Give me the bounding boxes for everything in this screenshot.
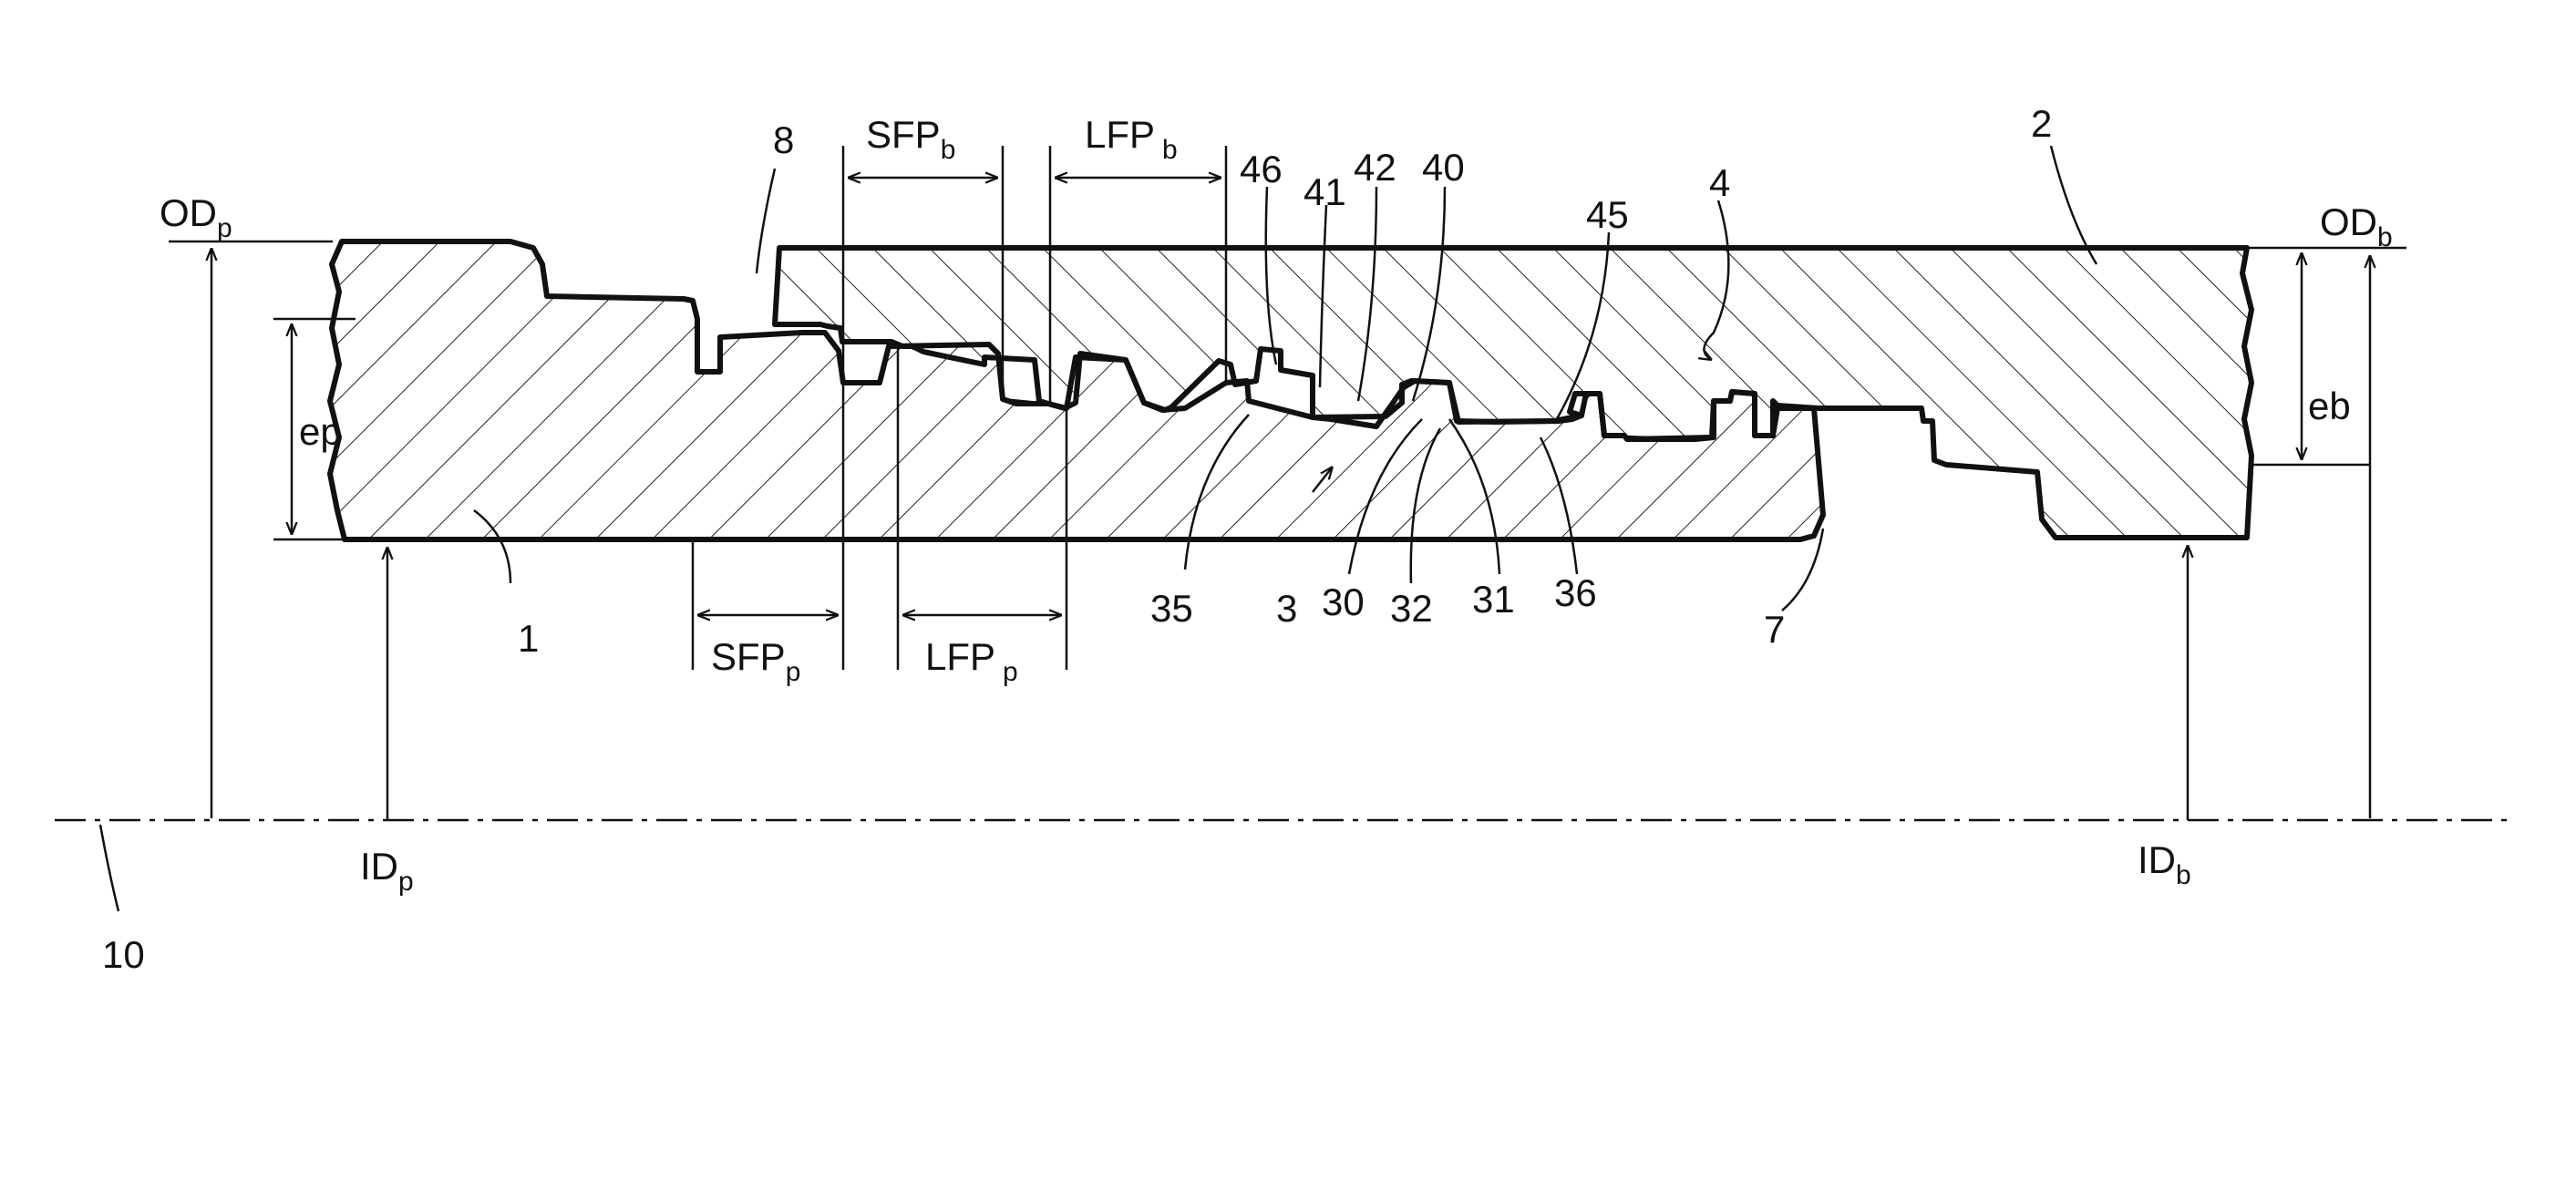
leader-10 <box>100 825 118 911</box>
label-10: 10 <box>102 933 145 976</box>
label-41: 41 <box>1303 170 1346 213</box>
label-eb: eb <box>2308 385 2351 427</box>
label-idb: IDb <box>2138 838 2191 890</box>
label-42: 42 <box>1354 146 1396 189</box>
label-2: 2 <box>2031 102 2052 145</box>
label-lfpp: LFPp <box>925 635 1018 687</box>
label-3: 3 <box>1276 587 1297 630</box>
label-sfpp: SFPp <box>711 635 800 687</box>
label-4: 4 <box>1709 161 1730 204</box>
label-sfpb: SFPb <box>866 113 955 165</box>
label-ep: ep <box>299 410 342 453</box>
label-46: 46 <box>1240 148 1283 190</box>
label-odb: ODb <box>2320 200 2393 252</box>
label-odp: ODp <box>160 191 232 243</box>
label-8: 8 <box>773 118 794 161</box>
label-30: 30 <box>1322 580 1365 623</box>
label-1: 1 <box>518 617 539 660</box>
label-31: 31 <box>1472 578 1515 621</box>
label-35: 35 <box>1150 587 1193 630</box>
label-45: 45 <box>1586 193 1629 236</box>
label-lfpb: LFPb <box>1085 113 1178 165</box>
label-7: 7 <box>1764 608 1785 651</box>
label-idp: IDp <box>360 845 414 897</box>
leader-8 <box>757 169 775 273</box>
label-32: 32 <box>1390 587 1433 630</box>
label-40: 40 <box>1422 146 1465 189</box>
label-36: 36 <box>1554 571 1597 614</box>
